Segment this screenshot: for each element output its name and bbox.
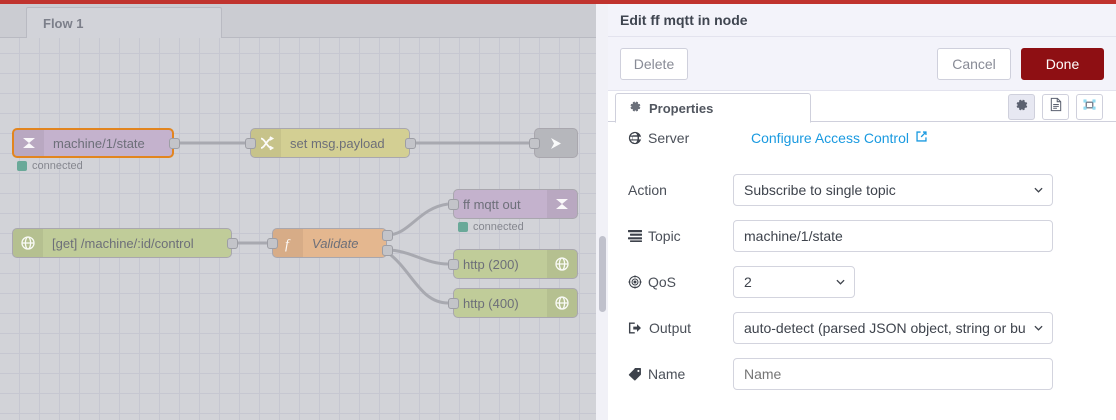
globe-icon	[628, 131, 642, 145]
field-output: Output auto-detect (parsed JSON object, …	[628, 312, 1053, 344]
gear-icon	[1015, 98, 1029, 117]
node-mqtt-out[interactable]: ff mqtt out	[453, 189, 578, 219]
node-mqtt-in[interactable]: machine/1/state	[12, 128, 174, 158]
node-function-validate-label: Validate	[312, 235, 359, 251]
node-http-response-200-label: http (200)	[463, 256, 519, 272]
panel-description-button[interactable]	[1042, 94, 1069, 120]
editor-scrollbar-thumb[interactable]	[599, 236, 606, 312]
node-mqtt-in-output-port[interactable]	[169, 138, 180, 149]
configure-access-control-link-text: Configure Access Control	[751, 130, 909, 146]
chevron-down-icon	[1034, 187, 1043, 193]
app-top-accent-bar	[0, 0, 1116, 4]
node-function-validate[interactable]: f Validate	[272, 228, 387, 258]
node-properties-form: Server Configure Access Control Action	[608, 122, 1116, 420]
node-http-in-output-port[interactable]	[227, 238, 238, 249]
node-function-input-port[interactable]	[267, 238, 278, 249]
output-select-value: auto-detect (parsed JSON object, string …	[744, 320, 1026, 336]
action-select[interactable]: Subscribe to single topic	[733, 174, 1053, 206]
appearance-icon	[1082, 97, 1097, 117]
node-mqtt-in-status: connected	[17, 160, 83, 172]
field-output-label: Output	[628, 320, 733, 336]
delete-button[interactable]: Delete	[620, 48, 688, 80]
node-http-in[interactable]: [get] /machine/:id/control	[12, 228, 232, 258]
panel-divider[interactable]	[596, 4, 608, 420]
editor-scrollbar-track[interactable]	[599, 4, 606, 420]
bullseye-icon	[628, 275, 642, 289]
list-icon	[628, 230, 642, 242]
tab-properties[interactable]: Properties	[615, 93, 811, 123]
qos-select[interactable]: 2	[733, 266, 855, 298]
field-action-label: Action	[628, 182, 667, 198]
mqtt-icon	[14, 130, 44, 156]
node-http-response-200[interactable]: http (200)	[453, 249, 578, 279]
node-change[interactable]: set msg.payload	[250, 128, 410, 158]
debug-icon	[541, 129, 571, 157]
node-debug-input-port[interactable]	[529, 138, 540, 149]
edit-node-panel: Edit ff mqtt in node Delete Cancel Done …	[608, 4, 1116, 420]
node-mqtt-out-status: connected	[458, 221, 524, 233]
node-mqtt-out-label: ff mqtt out	[463, 196, 521, 212]
field-action: Action Subscribe to single topic	[628, 174, 1053, 206]
node-mqtt-out-status-text: connected	[473, 221, 524, 233]
node-mqtt-out-input-port[interactable]	[448, 199, 459, 210]
topic-input[interactable]	[733, 220, 1053, 252]
node-change-label: set msg.payload	[290, 135, 385, 151]
globe-icon	[547, 289, 577, 317]
node-change-input-port[interactable]	[245, 138, 256, 149]
field-qos-label: QoS	[628, 274, 733, 290]
node-function-output-port-1[interactable]	[382, 230, 393, 241]
node-change-output-port[interactable]	[405, 138, 416, 149]
node-http-response-200-input-port[interactable]	[448, 259, 459, 270]
qos-select-value: 2	[744, 274, 752, 290]
name-input[interactable]	[733, 358, 1053, 390]
tab-properties-label: Properties	[649, 100, 714, 116]
description-icon	[1049, 97, 1063, 117]
node-http-response-400[interactable]: http (400)	[453, 288, 578, 318]
output-select[interactable]: auto-detect (parsed JSON object, string …	[733, 312, 1053, 344]
mqtt-icon	[547, 190, 577, 218]
field-qos: QoS 2	[628, 266, 855, 298]
action-select-value: Subscribe to single topic	[744, 182, 896, 198]
status-dot	[17, 161, 27, 171]
function-icon: f	[273, 229, 303, 257]
cancel-button[interactable]: Cancel	[937, 48, 1011, 80]
flow-canvas[interactable]: machine/1/state connected set msg.payloa…	[0, 38, 596, 420]
sign-out-icon	[628, 321, 643, 335]
change-icon	[251, 129, 281, 157]
node-debug[interactable]	[534, 128, 578, 158]
panel-settings-button[interactable]	[1008, 94, 1035, 120]
gear-icon	[629, 100, 642, 116]
panel-appearance-button[interactable]	[1076, 94, 1103, 120]
flow-editor: Flow 1 machine/1/state	[0, 4, 596, 420]
flow-wires	[174, 141, 534, 305]
field-server-label: Server	[628, 130, 733, 146]
node-http-response-400-label: http (400)	[463, 295, 519, 311]
globe-icon	[13, 229, 43, 257]
field-name: Name	[628, 358, 1053, 390]
globe-icon	[547, 250, 577, 278]
panel-title: Edit ff mqtt in node	[608, 4, 1116, 37]
panel-tab-bar: Properties	[608, 91, 1116, 123]
field-topic-label: Topic	[628, 228, 733, 244]
flow-tab-flow-1[interactable]: Flow 1	[26, 7, 222, 39]
chevron-down-icon	[1034, 325, 1043, 331]
field-server: Server Configure Access Control	[628, 130, 928, 146]
tag-icon	[628, 367, 642, 381]
node-function-output-port-2[interactable]	[382, 245, 393, 256]
chevron-down-icon	[836, 279, 845, 285]
field-topic: Topic	[628, 220, 1053, 252]
node-mqtt-in-status-text: connected	[32, 160, 83, 172]
status-dot	[458, 222, 468, 232]
external-link-icon	[915, 130, 928, 146]
node-mqtt-in-label: machine/1/state	[53, 135, 145, 151]
node-http-response-400-input-port[interactable]	[448, 298, 459, 309]
panel-action-bar: Delete Cancel Done	[608, 37, 1116, 91]
flow-tab-label: Flow 1	[43, 16, 84, 31]
done-button[interactable]: Done	[1021, 48, 1104, 80]
configure-access-control-link[interactable]: Configure Access Control	[751, 130, 928, 146]
svg-text:f: f	[285, 237, 291, 252]
node-http-in-label: [get] /machine/:id/control	[52, 235, 194, 251]
field-name-label: Name	[628, 366, 733, 382]
flow-tab-bar: Flow 1	[0, 4, 596, 39]
